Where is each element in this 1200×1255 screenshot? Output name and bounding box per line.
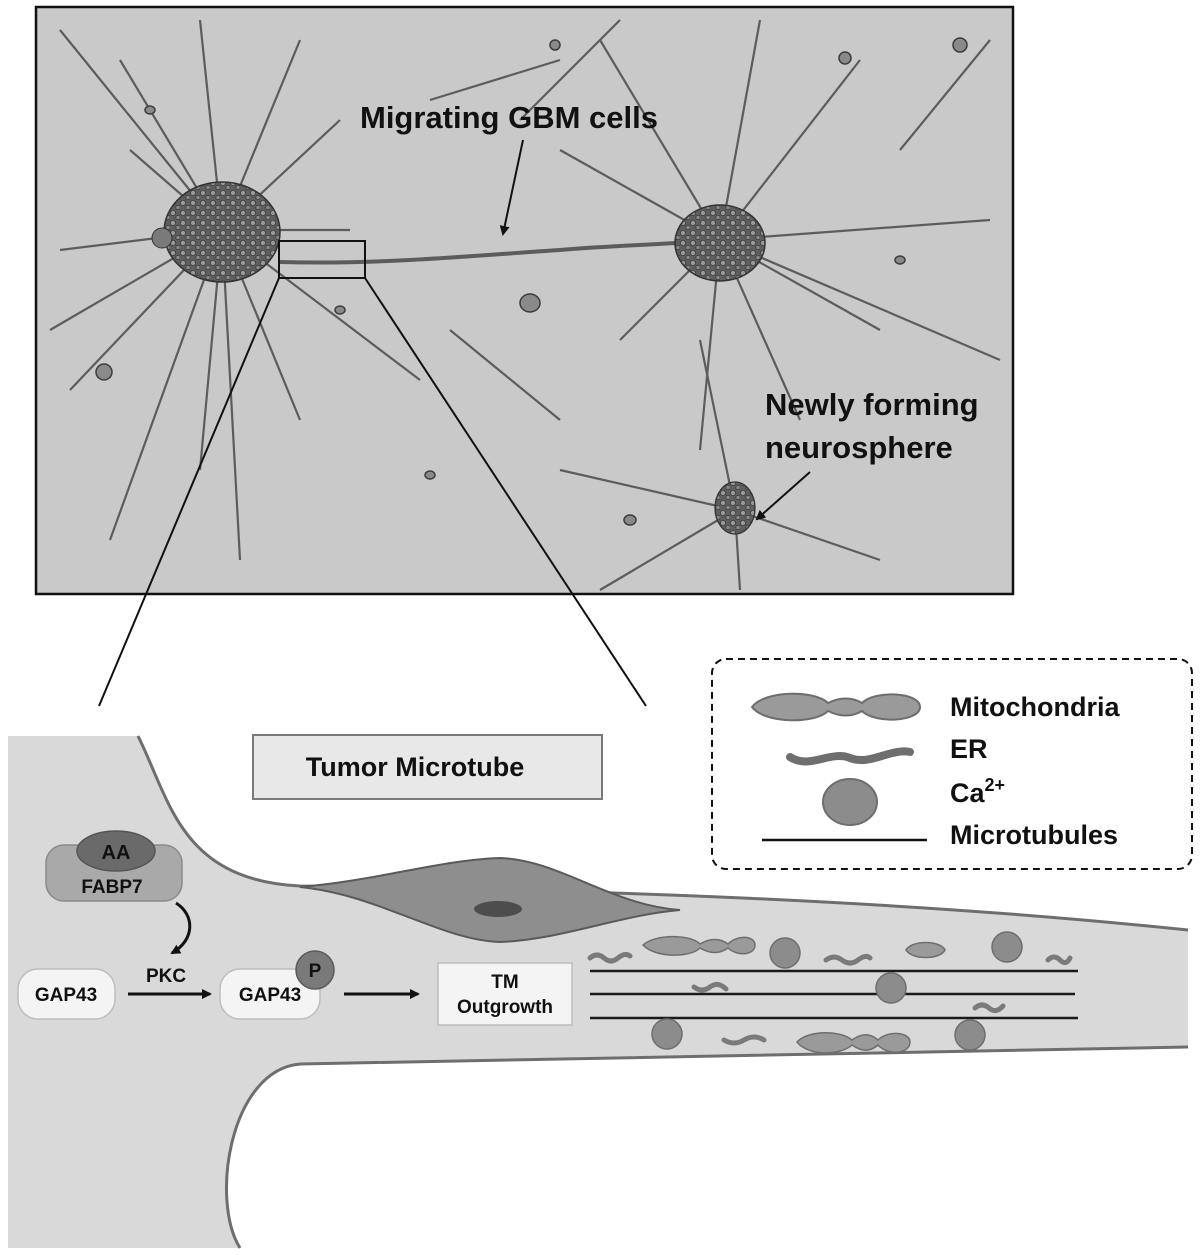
micrograph-panel: Migrating GBM cells Newly forming neuros…: [34, 5, 1015, 596]
tumor-microtube-title-box: [252, 734, 603, 800]
label-migrating-gbm-cells: Migrating GBM cells: [360, 100, 658, 135]
legend-er-icon: [786, 747, 914, 766]
legend-calcium-sup: 2+: [985, 775, 1006, 795]
mitochondrion: [641, 935, 756, 956]
arrow-migrating: [499, 139, 524, 236]
legend-mitochondria-icon: [750, 692, 922, 722]
fabp7-label: FABP7: [81, 877, 142, 898]
calcium-particle: [875, 972, 907, 1004]
calcium-particle: [991, 931, 1023, 963]
migrating-cell-shape: [299, 856, 681, 944]
arrow-newly-forming: [755, 471, 811, 521]
gap43-right-label: GAP43: [239, 985, 301, 1006]
er-squiggle: [587, 951, 633, 964]
pkc-label: PKC: [146, 966, 186, 987]
tm-outgrowth-line2: Outgrowth: [457, 997, 553, 1018]
zoom-line-right: [364, 277, 647, 707]
fabp7-curved-arrow: [170, 901, 192, 955]
calcium-particle: [769, 937, 801, 969]
er-squiggle: [691, 981, 729, 993]
tm-outgrowth-line1: TM: [491, 972, 518, 993]
zoom-line-left: [98, 277, 280, 707]
newly-forming-neurosphere: [714, 481, 756, 535]
cell-membrane-bottom: [225, 1045, 1189, 1249]
left-neurosphere: [151, 181, 281, 283]
right-neurosphere: [674, 204, 766, 282]
mitochondrion: [796, 1032, 911, 1054]
legend-er-label: ER: [950, 734, 988, 764]
legend-microtubules-label: Microtubules: [950, 820, 1118, 850]
er-squiggles: [587, 951, 1073, 1046]
legend-calcium-label: Ca2+: [950, 775, 1005, 808]
label-newly-forming-line2: neurosphere: [765, 430, 953, 465]
calcium-particles: [651, 931, 1023, 1051]
legend-calcium-base: Ca: [950, 778, 985, 808]
er-squiggle: [721, 1034, 767, 1046]
mitochondrion: [905, 941, 946, 959]
aa-label: AA: [102, 842, 131, 864]
tm-outgrowth-box: [437, 962, 573, 1026]
legend-mitochondria-label: Mitochondria: [950, 692, 1120, 722]
migrating-cell-nucleus: [474, 901, 522, 917]
label-newly-forming-line1: Newly forming: [765, 387, 979, 422]
legend-box: Mitochondria ER Ca2+ Microtubules: [711, 658, 1193, 870]
phospho-circle: [295, 950, 335, 990]
aa-ellipse: [76, 830, 156, 872]
cell-schematic: Tumor Microtube AA FABP7 GAP43 PKC GAP43…: [8, 734, 1189, 1249]
micrograph-frame: [34, 5, 1015, 596]
legend-calcium-icon: [822, 778, 878, 826]
er-squiggle: [823, 953, 873, 966]
gap43-left-label: GAP43: [35, 985, 97, 1006]
scattered-cells: [95, 37, 968, 526]
gap43-right-box: [219, 968, 321, 1020]
mitochondria-shapes: [641, 935, 946, 1054]
calcium-particle: [954, 1019, 986, 1051]
calcium-particle: [651, 1018, 683, 1050]
er-squiggle: [972, 1002, 1006, 1014]
microtubule-lines: [590, 969, 1078, 1020]
zoom-box: [278, 240, 366, 279]
er-squiggle: [1045, 954, 1073, 966]
gap43-left-box: [17, 968, 116, 1020]
tumor-microtube-title: Tumor Microtube: [306, 752, 525, 782]
phospho-label: P: [309, 961, 322, 982]
cell-body-shape: [8, 736, 1188, 1248]
